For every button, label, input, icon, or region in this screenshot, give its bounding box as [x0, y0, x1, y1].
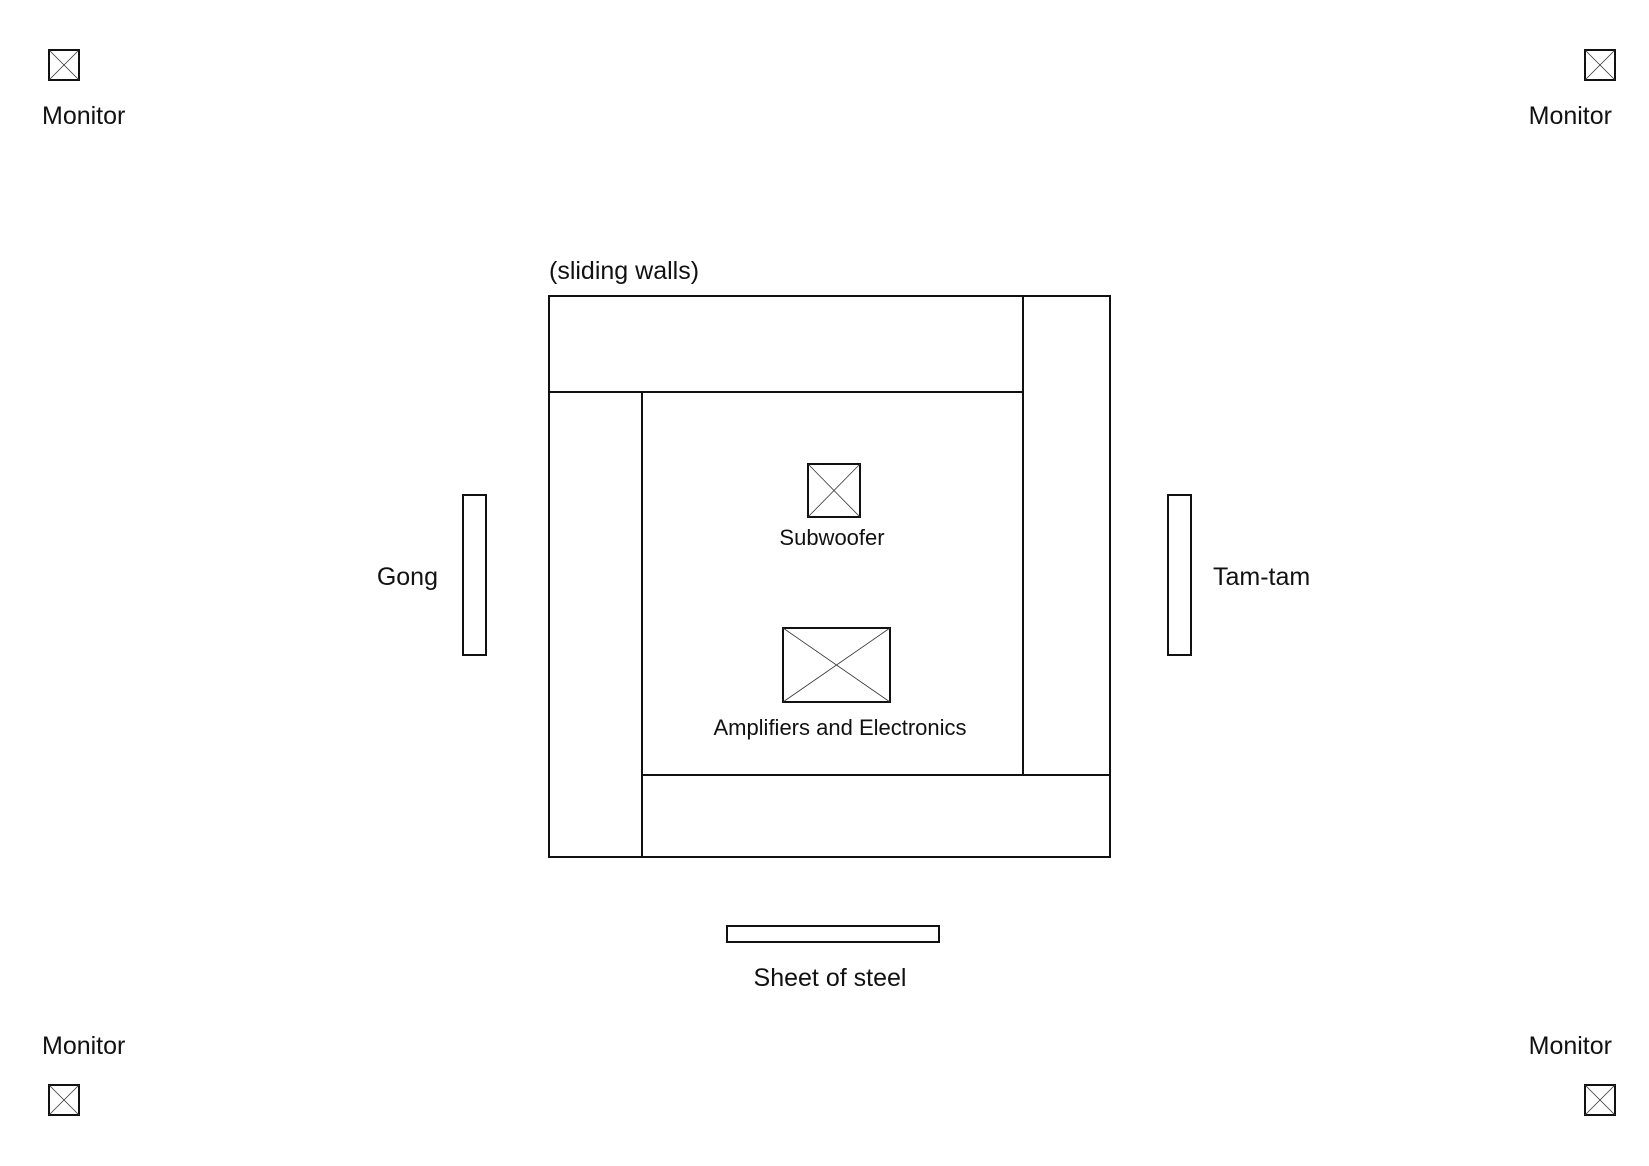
- tamtam-label: Tam-tam: [1213, 563, 1310, 591]
- monitor-top-left-icon: [48, 49, 80, 81]
- monitor-label-bottom-left: Monitor: [42, 1032, 125, 1060]
- monitor-label-top-left: Monitor: [42, 102, 125, 130]
- monitor-top-right-icon: [1584, 49, 1616, 81]
- sliding-walls-label: (sliding walls): [549, 257, 699, 285]
- monitor-bottom-right-icon: [1584, 1084, 1616, 1116]
- amplifiers-icon: [782, 627, 891, 703]
- steel-label: Sheet of steel: [754, 964, 907, 992]
- gong-label: Gong: [377, 563, 438, 591]
- subwoofer-label: Subwoofer: [779, 525, 884, 550]
- steel-sheet-shape: [726, 925, 940, 943]
- monitor-bottom-left-icon: [48, 1084, 80, 1116]
- gong-shape: [462, 494, 487, 656]
- sliding-walls: [548, 295, 1111, 858]
- amplifiers-label: Amplifiers and Electronics: [713, 715, 966, 740]
- monitor-label-bottom-right: Monitor: [1529, 1032, 1612, 1060]
- subwoofer-icon: [807, 463, 861, 518]
- monitor-label-top-right: Monitor: [1529, 102, 1612, 130]
- tamtam-shape: [1167, 494, 1192, 656]
